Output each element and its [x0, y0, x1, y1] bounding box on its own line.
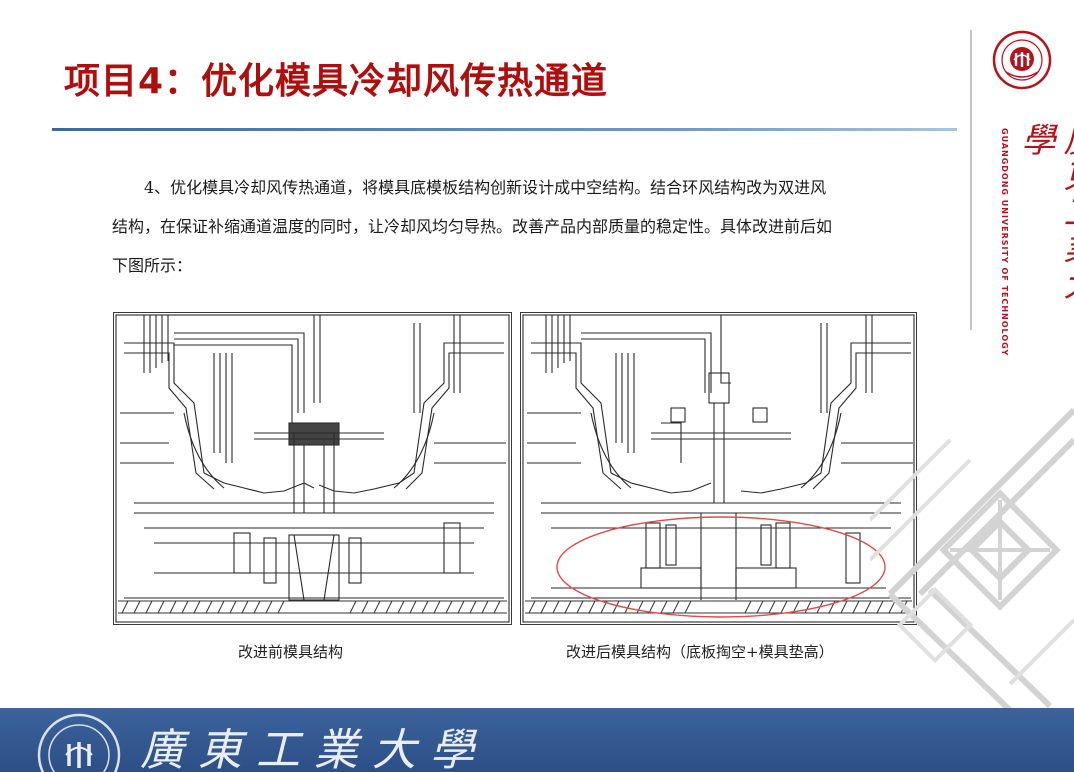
figure-after — [520, 312, 917, 625]
body-text: 4、优化模具冷却风传热通道，将模具底模板结构创新设计成中空结构。结合环风结构改为… — [112, 178, 833, 275]
footer-university-name: 廣東工業大學 — [140, 725, 488, 772]
logo-divider — [970, 30, 972, 330]
footer-band: 廣東工業大學 — [0, 708, 1074, 772]
university-name-cn: 廣東工業大學 — [1015, 122, 1074, 302]
figure-before — [113, 312, 512, 625]
university-seal-icon — [992, 30, 1052, 90]
figure-caption-before: 改进前模具结构 — [238, 643, 344, 661]
university-name-en: GUANGDONG UNIVERSITY OF TECHNOLOGY — [1000, 128, 1009, 357]
university-logo: GUANGDONG UNIVERSITY OF TECHNOLOGY 廣東工業大… — [970, 24, 1074, 356]
mold-drawing-after — [522, 314, 915, 623]
body-paragraph: 4、优化模具冷却风传热通道，将模具底模板结构创新设计成中空结构。结合环风结构改为… — [112, 168, 840, 285]
footer-seal-icon — [37, 713, 121, 772]
figure-caption-after: 改进后模具结构（底板掏空+模具垫高） — [566, 643, 834, 661]
highlight-ellipse — [556, 516, 886, 618]
mold-drawing-before — [115, 314, 510, 623]
slide-title: 项目4：优化模具冷却风传热通道 — [64, 61, 609, 102]
decorative-pattern-icon — [870, 407, 1074, 720]
title-underline — [52, 128, 957, 131]
